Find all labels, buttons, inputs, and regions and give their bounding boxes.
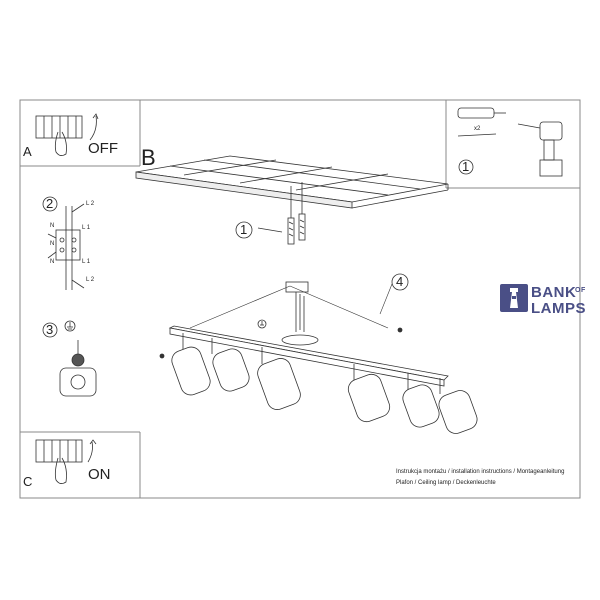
logo-line2: LAMPS <box>531 300 586 317</box>
caption-line2: Plafon / Ceiling lamp / Deckenleuchte <box>396 480 496 486</box>
screws <box>257 182 306 245</box>
panel-a-letter: A <box>23 144 32 159</box>
caption-line1: Instrukcja montażu / installation instru… <box>396 469 565 475</box>
tools-quantity: x2 <box>474 126 481 132</box>
wire-n-top: N <box>50 223 55 229</box>
panel-a-action: OFF <box>88 140 118 157</box>
wire-n-bot: N <box>50 259 55 265</box>
wire-l2-top: L 2 <box>86 201 95 207</box>
terminal-block-off <box>35 113 99 156</box>
terminal-block-on <box>35 439 97 484</box>
wiring-connector <box>42 196 85 290</box>
wire-l1-bot: L 1 <box>82 259 91 265</box>
spot-heads <box>171 333 478 434</box>
lighthouse-icon <box>500 284 528 312</box>
callout-lines <box>189 283 393 329</box>
step-2-number: 2 <box>46 196 54 211</box>
logo-of: OF <box>575 287 586 294</box>
panel-b-letter: B <box>141 145 156 170</box>
panel-c-action: ON <box>88 466 111 483</box>
panel-c-letter: C <box>23 474 33 489</box>
step-4-number: 4 <box>396 274 404 289</box>
ground-terminal <box>42 320 97 397</box>
logo-line1: BANK <box>531 284 577 301</box>
step-1-number: 1 <box>240 222 248 237</box>
bank-of-lamps-logo: BANK OF LAMPS <box>500 284 600 320</box>
wire-n-mid: N <box>50 241 55 247</box>
lamp-rail <box>168 325 449 387</box>
wire-l2-bot: L 2 <box>86 277 95 283</box>
tools-drawing <box>457 107 563 177</box>
tools-step-number: 1 <box>462 159 470 174</box>
mounting-bracket <box>159 281 403 359</box>
step-badges <box>235 221 409 291</box>
ceiling-panel <box>135 155 449 209</box>
wire-l1-top: L 1 <box>82 225 91 231</box>
step-3-number: 3 <box>46 322 54 337</box>
